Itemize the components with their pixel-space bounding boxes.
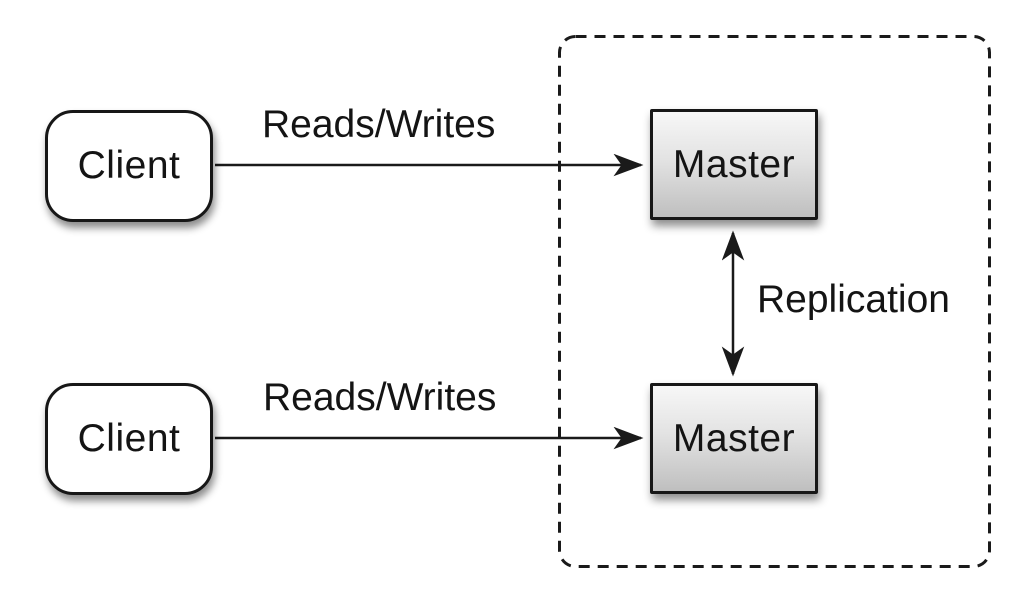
client-node-bottom-label: Client [77,417,181,460]
master-node-bottom-label: Master [672,416,796,460]
replication-boundary-dashed-box [558,35,991,568]
client-node-top-label: Client [77,144,181,187]
master-node-top-label: Master [672,142,796,186]
replication-label: Replication [757,278,950,321]
reads-writes-label-top: Reads/Writes [262,103,496,146]
master-node-top: Master [650,109,818,220]
client-node-bottom: Client [45,383,213,495]
client-node-top: Client [45,110,213,222]
master-node-bottom: Master [650,383,818,494]
reads-writes-label-bottom: Reads/Writes [263,376,497,419]
